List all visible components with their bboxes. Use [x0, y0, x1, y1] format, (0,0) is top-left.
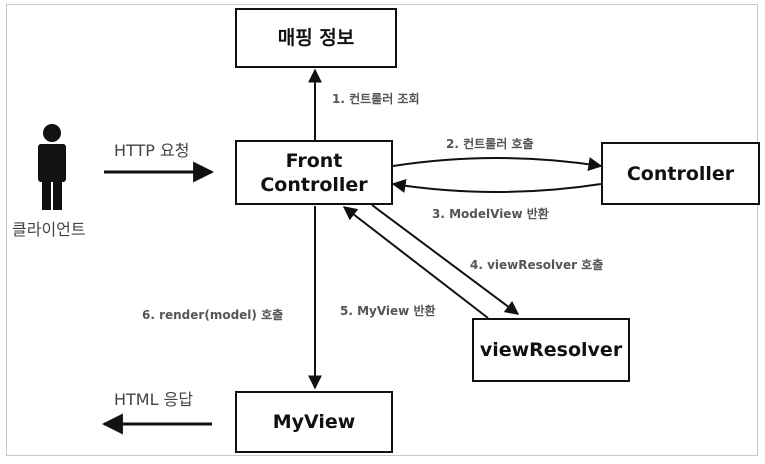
client-label: 클라이언트 — [12, 220, 86, 239]
http-request-label: HTTP 요청 — [114, 141, 190, 160]
step4-arrow — [371, 204, 520, 315]
step3-arrow — [391, 178, 602, 193]
step3-label: 3. ModelView 반환 — [432, 207, 549, 221]
controller-box: Controller — [601, 142, 760, 205]
diagram-frame — [6, 4, 758, 456]
front-controller-label: Front Controller — [260, 149, 368, 196]
front-controller-box: Front Controller — [235, 140, 393, 205]
step1-label: 1. 컨트롤러 조회 — [332, 92, 420, 106]
step5-label: 5. MyView 반환 — [340, 304, 436, 318]
step6-label: 6. render(model) 호출 — [142, 308, 284, 322]
view-resolver-box: viewResolver — [472, 318, 630, 382]
html-response-label: HTML 응답 — [114, 390, 194, 409]
step4-label: 4. viewResolver 호출 — [470, 258, 604, 272]
person-icon — [38, 124, 66, 210]
mapping-info-box: 매핑 정보 — [235, 8, 397, 68]
step2-label: 2. 컨트롤러 호출 — [446, 137, 534, 151]
step5-arrow — [342, 206, 489, 319]
step2-arrow — [392, 157, 603, 172]
myview-box: MyView — [235, 391, 393, 453]
